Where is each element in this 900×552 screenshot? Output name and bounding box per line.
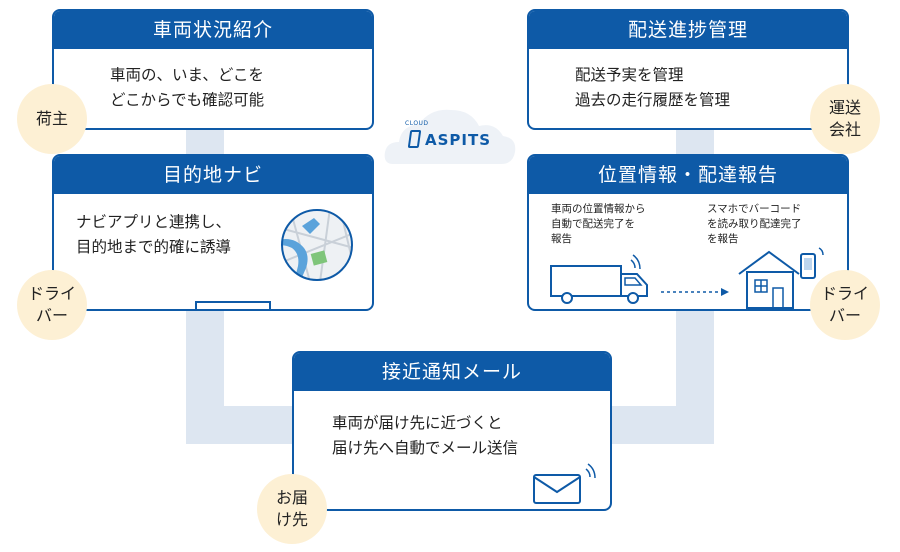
role-line-2: 会社 [828,120,861,139]
right-desc-line-3: を報告 [707,233,739,245]
desc-line-2: 届け先へ自動でメール送信 [332,439,519,457]
card-delivery-progress: 配送進捗管理 配送予実を管理 過去の走行履歴を管理 [527,9,849,130]
right-desc-line-2: を読み取り配達完了 [707,218,802,230]
card-navigation: 目的地ナビ ナビアプリと連携し、 目的地まで的確に誘導 [52,154,374,311]
card-vehicle-status: 車両状況紹介 車両の、いま、どこを どこからでも確認可能 [52,9,374,130]
house-phone-icon [738,247,824,309]
card-approach-mail: 接近通知メール 車両が届け先に近づくと 届け先へ自動でメール送信 [292,351,612,511]
truck-icon [195,301,271,309]
card-title: 配送進捗管理 [529,11,847,49]
role-line-1: 荷主 [35,109,68,128]
connector-left-horizontal [186,406,306,444]
role-line-2: バー [35,306,68,325]
desc-line-1: 車両が届け先に近づくと [332,414,503,432]
role-carrier: 運送 会社 [810,84,880,154]
truck-signal-icon [550,254,648,304]
mail-icon [533,463,596,504]
desc-line-1: 車両の、いま、どこを [110,66,264,84]
card-title: 位置情報・配達報告 [529,156,847,194]
role-driver-left: ドライ バー [17,270,87,340]
left-desc-line-2: 自動で配送完了を [551,218,635,230]
desc-line-1: ナビアプリと連携し、 [76,213,232,231]
role-line-2: バー [828,306,861,325]
role-shipper: 荷主 [17,84,87,154]
card-location-report: 位置情報・配達報告 車両の位置情報から 自動で配送完了を 報告 スマホでバーコー… [527,154,849,311]
logo-name: ASPITS [425,131,492,149]
left-desc-line-3: 報告 [551,233,572,245]
card-title: 目的地ナビ [54,156,372,194]
desc-line-2: 目的地まで的確に誘導 [76,238,232,256]
role-recipient: お届 け先 [257,474,327,544]
connector-right-horizontal [600,406,714,444]
right-desc-line-1: スマホでバーコード [707,203,802,215]
dashed-arrow [661,288,729,296]
desc-line-1: 配送予実を管理 [575,66,684,84]
aspits-logo: CLOUD ASPITS [383,92,517,172]
desc-line-2: 過去の走行履歴を管理 [575,91,731,109]
logo-cloud-text: CLOUD [405,120,429,127]
role-line-2: け先 [275,510,308,529]
role-driver-right: ドライ バー [810,270,880,340]
desc-line-2: どこからでも確認可能 [110,91,265,109]
card-title: 接近通知メール [294,353,610,391]
role-line-1: ドライ [820,284,869,303]
role-line-1: お届 [275,488,308,507]
role-line-1: ドライ [27,284,76,303]
card-title: 車両状況紹介 [54,11,372,49]
map-icon [281,209,353,281]
role-line-1: 運送 [828,98,861,117]
left-desc-line-1: 車両の位置情報から [551,203,646,215]
